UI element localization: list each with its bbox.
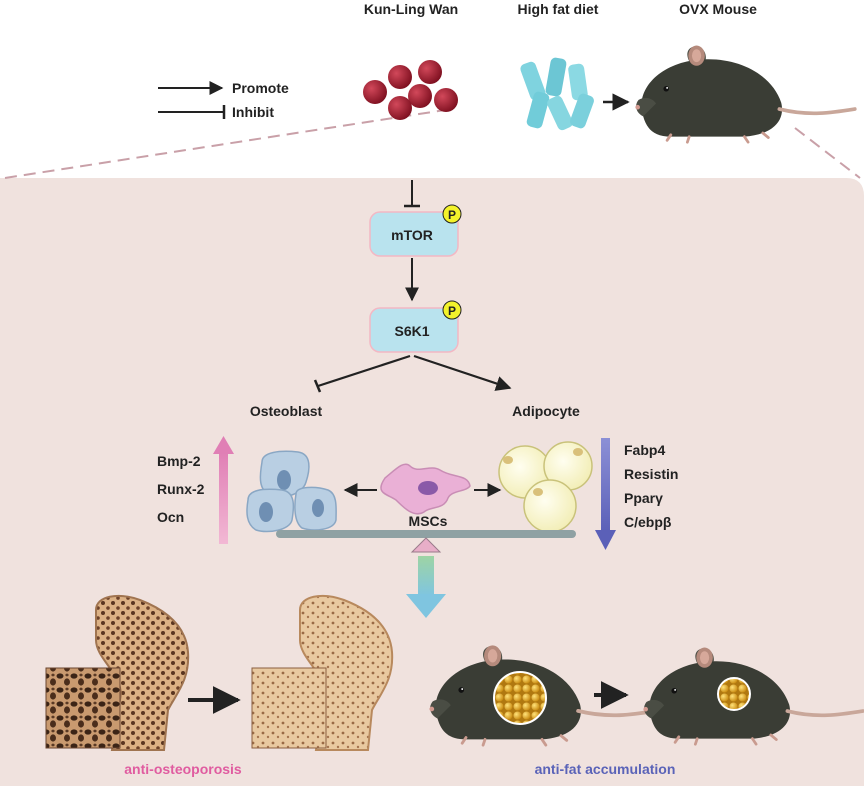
- high-fat-diet-icon: [520, 56, 594, 132]
- healthy-bone-icon: [251, 594, 394, 751]
- adipo-marker-2: Pparγ: [624, 490, 663, 506]
- osteo-marker-2: Ocn: [157, 509, 184, 525]
- anti-osteoporosis-label: anti-osteoporosis: [124, 761, 242, 777]
- legend: Promote Inhibit: [158, 80, 289, 120]
- large-fat-deposit-icon: [493, 671, 547, 725]
- adipo-marker-0: Fabp4: [624, 442, 665, 458]
- adipo-marker-1: Resistin: [624, 466, 678, 482]
- mscs-label: MSCs: [409, 513, 448, 529]
- ovx-mouse-icon: [633, 43, 857, 145]
- small-fat-deposit-icon: [717, 677, 751, 711]
- adipo-down-arrow: [601, 438, 610, 532]
- s6k1-phospho-label: P: [448, 304, 456, 318]
- legend-promote-label: Promote: [232, 80, 289, 96]
- adipocyte-label: Adipocyte: [512, 403, 580, 419]
- healthy-trabecula-icon: [251, 667, 327, 749]
- balance-beam: [276, 530, 576, 538]
- ovx-mouse-label: OVX Mouse: [679, 1, 757, 17]
- s6k1-promote-adipocyte-arrow: [413, 354, 512, 391]
- osteoblast-label: Osteoblast: [250, 403, 323, 419]
- kun-ling-wan-label: Kun-Ling Wan: [364, 1, 458, 17]
- mtor-box: [369, 211, 459, 257]
- zoom-line-left: [4, 109, 446, 179]
- osteo-marker-0: Bmp-2: [157, 453, 201, 469]
- osteoporotic-trabecula-icon: [45, 667, 121, 749]
- high-fat-diet-label: High fat diet: [518, 1, 599, 17]
- s6k1-label: S6K1: [394, 323, 429, 339]
- s6k1-phospho-icon: [442, 300, 462, 320]
- osteo-up-arrow: [219, 452, 228, 544]
- mtor-phospho-icon: [442, 204, 462, 224]
- s6k1-box: [369, 307, 459, 353]
- osteoporotic-bone-icon: [45, 594, 190, 751]
- kun-ling-wan-pills-icon: [363, 60, 458, 120]
- adipo-marker-3: C/ebpβ: [624, 514, 672, 530]
- mtor-phospho-label: P: [448, 208, 456, 222]
- adipocyte-cells-icon: [498, 441, 593, 533]
- outcome-down-arrow: [418, 556, 434, 596]
- legend-inhibit-label: Inhibit: [232, 104, 274, 120]
- osteoblast-cells-icon: [246, 450, 337, 533]
- balance-fulcrum-icon: [410, 537, 442, 553]
- mtor-label: mTOR: [391, 227, 433, 243]
- zoom-line-right: [794, 127, 861, 179]
- msc-cell-icon: [380, 463, 471, 515]
- s6k1-inhibit-osteoblast-line: [317, 354, 411, 388]
- osteo-marker-1: Runx-2: [157, 481, 205, 497]
- anti-fat-accumulation-label: anti-fat accumulation: [535, 761, 676, 777]
